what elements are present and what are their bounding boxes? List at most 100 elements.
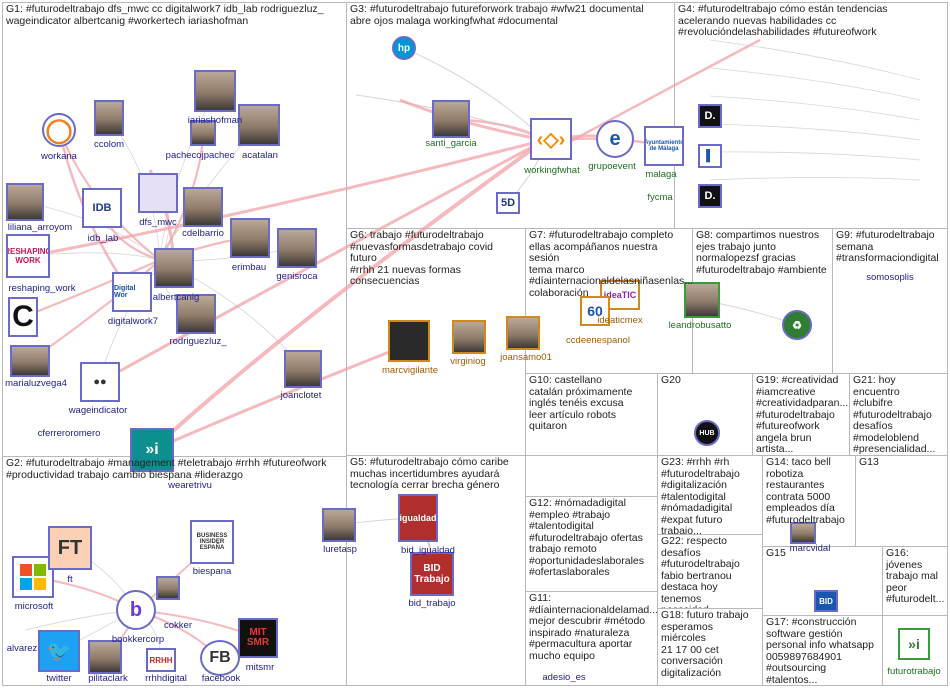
node-luretasp-label: luretasp	[323, 544, 357, 555]
node-rrhhdigital-badge: RRHH	[149, 655, 173, 665]
node-ft-avatar[interactable]: FT	[48, 526, 92, 570]
node-marialuzvega4-avatar[interactable]	[10, 345, 50, 377]
group-panel-g9: G10: castellano catalán próximamente ing…	[525, 373, 658, 456]
node-hp-avatar[interactable]: hp	[392, 36, 416, 60]
edge-g4-1	[709, 67, 921, 101]
node-facebook-avatar[interactable]: FB	[200, 640, 240, 676]
node-g4-d-logo-1[interactable]: D.	[698, 104, 722, 128]
node-ideaticmex-badge: ideaTIC	[603, 290, 637, 300]
group-g13-label: G13	[859, 456, 879, 468]
node-workana-avatar[interactable]: ◯	[42, 113, 76, 147]
group-g7-label: G7: #futurodeltrabajo completo ellas aco…	[529, 229, 693, 299]
node-reshaping-work-avatar[interactable]: RESHAPING WORK	[6, 234, 50, 278]
node-virginiog-avatar[interactable]	[452, 320, 486, 354]
group-panel-g17: G17: #construcción software gestión pers…	[762, 615, 883, 686]
node-biespana-avatar[interactable]: BUSINESS INSIDER ESPAÑA	[190, 520, 234, 564]
node-cferreroromero-label: cferreroromero	[37, 428, 101, 439]
node-workingfwhat-label: workingfwhat	[524, 165, 580, 176]
node-bookkercorp-label: bookkercorp	[111, 634, 165, 645]
group-panel-g7: G7: #futurodeltrabajo completo ellas aco…	[525, 228, 693, 374]
node-idb-lab-avatar[interactable]: IDB	[82, 188, 122, 228]
node-cdelbarrio-avatar[interactable]	[183, 187, 223, 227]
node-bid-igualdad-avatar[interactable]: igualdad	[398, 494, 438, 542]
node-albertcanig-avatar[interactable]	[154, 248, 194, 288]
node-joansamo01-avatar[interactable]	[506, 316, 540, 350]
node-wearetrivu-avatar[interactable]: »i	[130, 428, 174, 472]
node-mitsmr-avatar[interactable]: MIT SMR	[238, 618, 278, 658]
node-malaga-avatar[interactable]: Ayuntamiento de Málaga	[644, 126, 684, 166]
node-wageindicator-avatar[interactable]: ●●	[80, 362, 120, 402]
group-panel-g14: G14: taco bell robotiza restaurantes con…	[762, 455, 856, 547]
node-marcvidal-avatar[interactable]	[790, 522, 816, 544]
node-g8-recycle-avatar[interactable]: ♻	[782, 310, 812, 340]
group-g11-label: G11: #díainternacionaldelamad... mejor d…	[529, 592, 658, 662]
node-ideaticmex-label: ideaticmex	[597, 315, 643, 326]
node-digitalwork7-badge: Digital Wor	[114, 285, 136, 299]
group-g21-label: G21: hoy encuentro #clubifre #futurodelt…	[853, 374, 936, 455]
node-bid-igualdad-label: bid_igualdad	[401, 545, 455, 556]
node-futurotrabajo-avatar[interactable]: »i	[898, 628, 930, 660]
group-g9-label: G10: castellano catalán próximamente ing…	[529, 374, 633, 432]
node-microsoft-avatar[interactable]	[12, 556, 54, 598]
edge-g4-5	[709, 177, 921, 181]
node-ccdeenespanol-label: ccdeenespanol	[566, 335, 630, 346]
node-grupoeventia-avatar[interactable]: e	[596, 120, 634, 158]
node-bid-trabajo-badge: BID Trabajo	[414, 563, 450, 585]
node-rodriguezluz-label: rodriguezluz_	[169, 336, 227, 347]
node-ccolom-avatar[interactable]	[94, 100, 124, 136]
group-g3-label: G3: #futurodeltrabajo futureforwork trab…	[350, 3, 644, 27]
node-luretasp-avatar[interactable]	[322, 508, 356, 542]
node-joanclotet-avatar[interactable]	[284, 350, 322, 388]
node-c-logo-avatar[interactable]: C	[8, 297, 38, 337]
node-futurotrabajo-badge: »i	[908, 636, 920, 652]
node-ccdeenespanol-avatar[interactable]: 60	[580, 296, 610, 326]
node-twitter-avatar[interactable]: 🐦	[38, 630, 80, 672]
group-g16-label: G16: jóvenes trabajo mal peor #futurodel…	[886, 547, 945, 605]
node-marcvigilante-avatar[interactable]	[388, 320, 430, 362]
node-iariashofman-avatar[interactable]	[194, 70, 236, 112]
group-g20-label: G20	[661, 374, 681, 386]
node-rodriguezluz-avatar[interactable]	[176, 294, 216, 334]
node-cokker-avatar[interactable]	[156, 576, 180, 600]
node-genisroca-label: genisroca	[276, 271, 318, 282]
node-alvarez-label: alvarez	[6, 643, 38, 654]
node-rrhhdigital-avatar[interactable]: RRHH	[146, 648, 176, 672]
group-panel-g2: G2: #futurodeltrabajo #management #telet…	[2, 456, 347, 686]
node-g20-hub-avatar[interactable]: HUB	[694, 420, 720, 446]
node-grupoeventia-badge: e	[609, 127, 621, 150]
node-pachecojpachec-avatar[interactable]	[190, 120, 216, 146]
node-bid-trabajo-avatar[interactable]: BID Trabajo	[410, 552, 454, 596]
node-g15-bid-avatar[interactable]: BID	[814, 590, 838, 612]
group-panel-g19: G19: #creatividad #iamcreative #creativi…	[752, 373, 850, 456]
edge-g4-3	[709, 123, 921, 141]
node-ft-label: ft	[67, 574, 73, 585]
node-albertcanig-label: albertcanig	[152, 292, 200, 303]
edge-g4-2	[709, 95, 921, 121]
node-grupoeventia-label: grupoevent	[588, 161, 636, 172]
node-g4-d-logo-2[interactable]: D.	[698, 184, 722, 208]
node-twitter-badge: 🐦	[46, 640, 72, 663]
node-g4-logo-3[interactable]: ▌	[698, 144, 722, 168]
node-liliana-avatar[interactable]	[6, 183, 44, 221]
node-liliana-label: liliana_arroyom	[7, 222, 73, 233]
node-bid-trabajo-label: bid_trabajo	[408, 598, 456, 609]
node-bookkercorp-avatar[interactable]: b	[116, 590, 156, 630]
node-santi-garcia-avatar[interactable]	[432, 100, 470, 138]
node-cdelbarrio-label: cdelbarrio	[182, 228, 224, 239]
node-5d-avatar[interactable]: 5D	[496, 192, 520, 214]
group-g10-label: G9: #futurodeltrabajo semana #transforma…	[836, 229, 939, 264]
group-g18-label: G18: futuro trabajo esperamos miércoles …	[661, 609, 749, 679]
node-digitalwork7-avatar[interactable]: Digital Wor	[112, 272, 152, 312]
node-joansamo01-label: joansamo01	[500, 352, 552, 363]
node-digitalwork7-label: digitalwork7	[107, 316, 159, 327]
node-erimbau-avatar[interactable]	[230, 218, 270, 258]
group-panel-g12: G12: #nómadadigital #empleo #trabajo #ta…	[525, 496, 658, 592]
node-dfs-mwc-avatar[interactable]	[138, 173, 178, 213]
node-genisroca-avatar[interactable]	[277, 228, 317, 268]
node-acatalan-avatar[interactable]	[238, 104, 280, 146]
node-leandrobusatto-avatar[interactable]	[684, 282, 720, 318]
node-wearetrivu-badge: »i	[145, 441, 159, 458]
node-pilitaclark-avatar[interactable]	[88, 640, 122, 674]
node-workingfwhat-avatar[interactable]: ‹◇›	[530, 118, 572, 160]
